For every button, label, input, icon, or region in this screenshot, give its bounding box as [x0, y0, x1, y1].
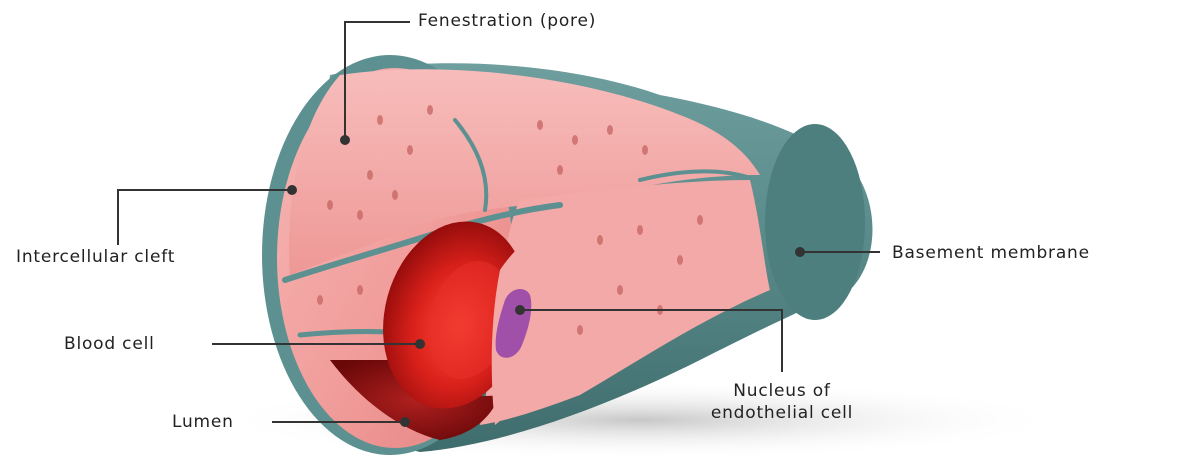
- leader-dot-intercellular-cleft: [288, 186, 296, 194]
- label-intercellular-cleft: Intercellular cleft: [16, 246, 175, 268]
- leader-dot-lumen: [401, 418, 409, 426]
- label-lumen: Lumen: [172, 411, 234, 433]
- label-fenestration: Fenestration (pore): [418, 10, 596, 32]
- leader-dot-basement-membrane: [796, 248, 804, 256]
- label-nucleus-line-1: Nucleus of: [676, 380, 888, 402]
- label-nucleus: Nucleus of endothelial cell: [676, 380, 888, 424]
- leader-dot-nucleus: [516, 306, 524, 314]
- leader-dot-fenestration: [341, 136, 349, 144]
- label-basement-membrane: Basement membrane: [892, 242, 1090, 264]
- label-nucleus-line-2: endothelial cell: [676, 402, 888, 424]
- label-blood-cell: Blood cell: [64, 333, 155, 355]
- tube-far-end: [765, 124, 865, 320]
- leader-dot-blood-cell: [416, 340, 424, 348]
